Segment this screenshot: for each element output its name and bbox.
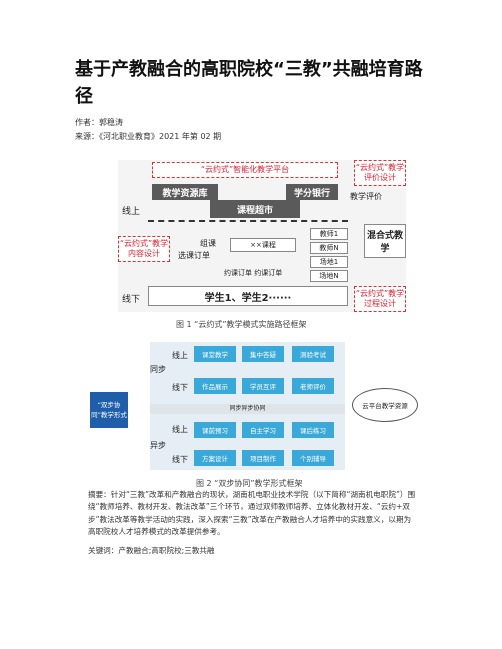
- teaching-eval-label: 教学评价: [350, 192, 382, 201]
- async-label: 异步: [150, 441, 166, 450]
- figure-1-diagram: “云约式”智能化教学平台 “云约式”教学评价设计 教学资源库 课程超市 学分银行…: [118, 160, 406, 312]
- credit-bank: 学分银行: [286, 184, 338, 200]
- article-source: 来源：《河北职业教育》2021 年第 02 期: [75, 132, 222, 141]
- async-offline-1: 方案设计: [194, 450, 236, 466]
- article-keywords: 关键词：产教融合;高职院校;三教共融: [88, 546, 215, 555]
- siteN-box: 场地N: [310, 270, 348, 282]
- async-offline-2: 项目制作: [242, 450, 284, 466]
- sync-offline-1: 作品展示: [194, 378, 236, 394]
- group-label: 组课: [200, 239, 216, 248]
- orders-label: 约课订单 约课订单: [224, 269, 283, 277]
- sync-label: 同步: [150, 365, 166, 374]
- sync-online-2: 集中答疑: [242, 346, 284, 362]
- sync-offline-2: 学员互评: [242, 378, 284, 394]
- sync-online-label: 线上: [172, 351, 188, 360]
- article-abstract: 摘要：针对“三教”改革和产教融合的现状，湖南机电职业技术学院（以下简称“湖南机电…: [88, 490, 416, 537]
- site1-box: 场地1: [310, 256, 348, 268]
- article-title: 基于产教融合的高职院校“三教”共融培育路径: [75, 59, 423, 107]
- process-design-label: “云约式”教学过程设计: [354, 286, 406, 312]
- async-online-1: 课前预习: [194, 422, 236, 438]
- article-author: 作者：郭稳涛: [75, 118, 123, 127]
- xx-course-box: ××课程: [230, 238, 296, 252]
- resource-library: 教学资源库: [152, 184, 218, 200]
- figure-2-caption: 图 2 “双步协同”教学形式框架: [196, 479, 303, 488]
- figure-1-caption: 图 1 “云约式”教学模式实施路径框架: [176, 320, 307, 329]
- figure-2-diagram: “双步协同”教学形式 同步 线上 线下 课堂教学 集中答疑 测验考试 作品展示 …: [90, 342, 420, 470]
- sync-offline-label: 线下: [172, 383, 188, 392]
- platform-label: “云约式”智能化教学平台: [152, 162, 338, 178]
- async-offline-label: 线下: [172, 455, 188, 464]
- eval-design-label: “云约式”教学评价设计: [354, 160, 406, 186]
- sync-offline-3: 老师评价: [292, 378, 334, 394]
- cloud-resources: 云平台教学资源: [352, 388, 418, 422]
- mixed-teaching-box: 混合式教学: [364, 224, 406, 258]
- students-box: 学生1、学生2······: [148, 286, 348, 306]
- dual-step-label: “双步协同”教学形式: [90, 392, 128, 428]
- async-online-3: 课后练习: [292, 422, 334, 438]
- sync-async-bar: 同步异步协同: [150, 404, 345, 414]
- async-offline-3: 个别辅导: [292, 450, 334, 466]
- sync-online-1: 课堂教学: [194, 346, 236, 362]
- divider-online: [148, 220, 348, 222]
- teacherN-box: 教师N: [310, 242, 348, 254]
- offline-label: 线下: [122, 295, 141, 305]
- teacher1-box: 教师1: [310, 228, 348, 240]
- sync-online-3: 测验考试: [292, 346, 334, 362]
- async-online-label: 线上: [172, 425, 188, 434]
- content-design-label: “云约式”教学内容设计: [118, 236, 170, 262]
- async-online-2: 自主学习: [242, 422, 284, 438]
- select-order-label: 选课订单: [178, 251, 210, 260]
- course-market: 课程超市: [210, 200, 300, 218]
- online-label: 线上: [122, 207, 141, 217]
